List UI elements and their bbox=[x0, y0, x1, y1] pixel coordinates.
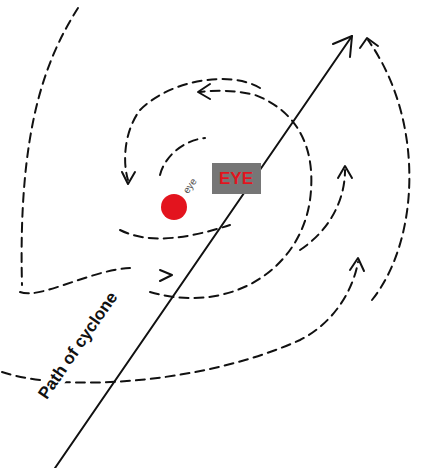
cyclone-path-line bbox=[55, 36, 352, 468]
outer-wind-arc bbox=[368, 40, 409, 300]
eye-label-box: EYE bbox=[212, 163, 261, 194]
wind-arrowhead bbox=[198, 84, 210, 99]
inner-wind-arc bbox=[150, 91, 311, 298]
path-label: Path of cyclone bbox=[30, 282, 125, 407]
eye-small-label: eye bbox=[181, 176, 200, 197]
path-arrowhead bbox=[333, 36, 352, 57]
wind-arrowhead bbox=[360, 38, 378, 48]
wind-arrowhead bbox=[338, 166, 352, 178]
wind-arrowhead bbox=[160, 270, 172, 281]
eye-label: EYE bbox=[219, 170, 254, 187]
inner-wind-arc bbox=[160, 138, 205, 175]
wind-arrowhead bbox=[350, 258, 364, 271]
outer-wind-arc bbox=[22, 8, 78, 285]
eye-dot bbox=[161, 194, 187, 220]
inner-wind-arc bbox=[300, 170, 345, 250]
wind-arrowhead bbox=[122, 172, 135, 184]
